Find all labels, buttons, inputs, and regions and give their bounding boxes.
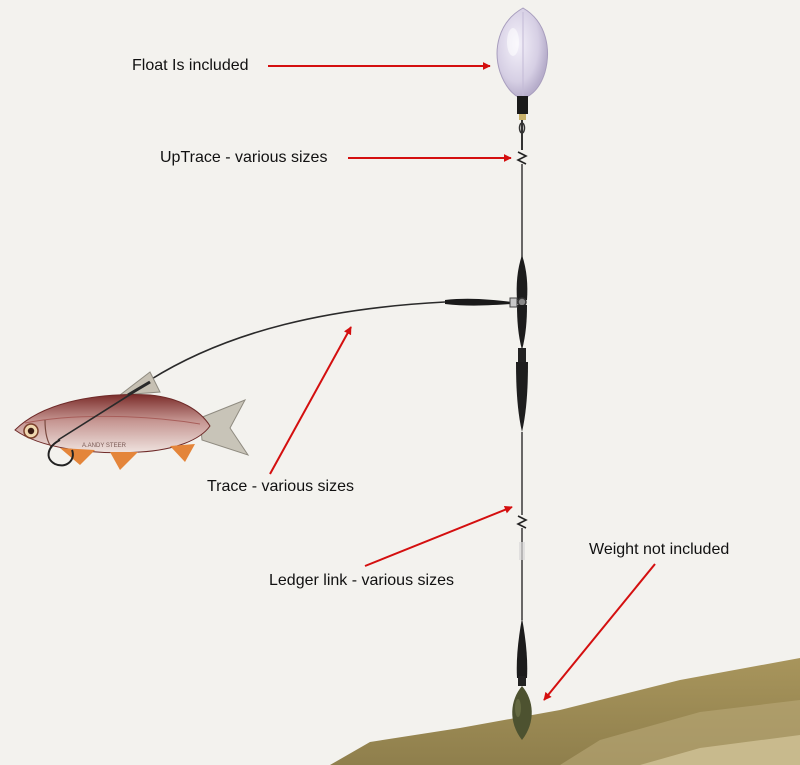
fish-artist-mark: A.ANDY STEER [82,443,127,449]
uptrace [516,120,528,258]
weight [512,686,532,740]
arrow-ledger-link [364,505,513,567]
boom [516,255,528,432]
arrow-trace [269,326,352,475]
annotation-arrows [268,62,656,701]
label-trace: Trace - various sizes [207,478,354,495]
seabed [330,658,800,765]
label-weight: Weight not included [589,541,730,558]
bait-fish: A.ANDY STEER [14,371,250,470]
float [496,7,548,120]
label-ledger-link: Ledger link - various sizes [269,572,454,589]
label-float: Float Is included [132,57,249,74]
ledger-link [516,432,528,686]
label-uptrace: UpTrace - various sizes [160,149,328,166]
arrow-weight [543,563,656,701]
